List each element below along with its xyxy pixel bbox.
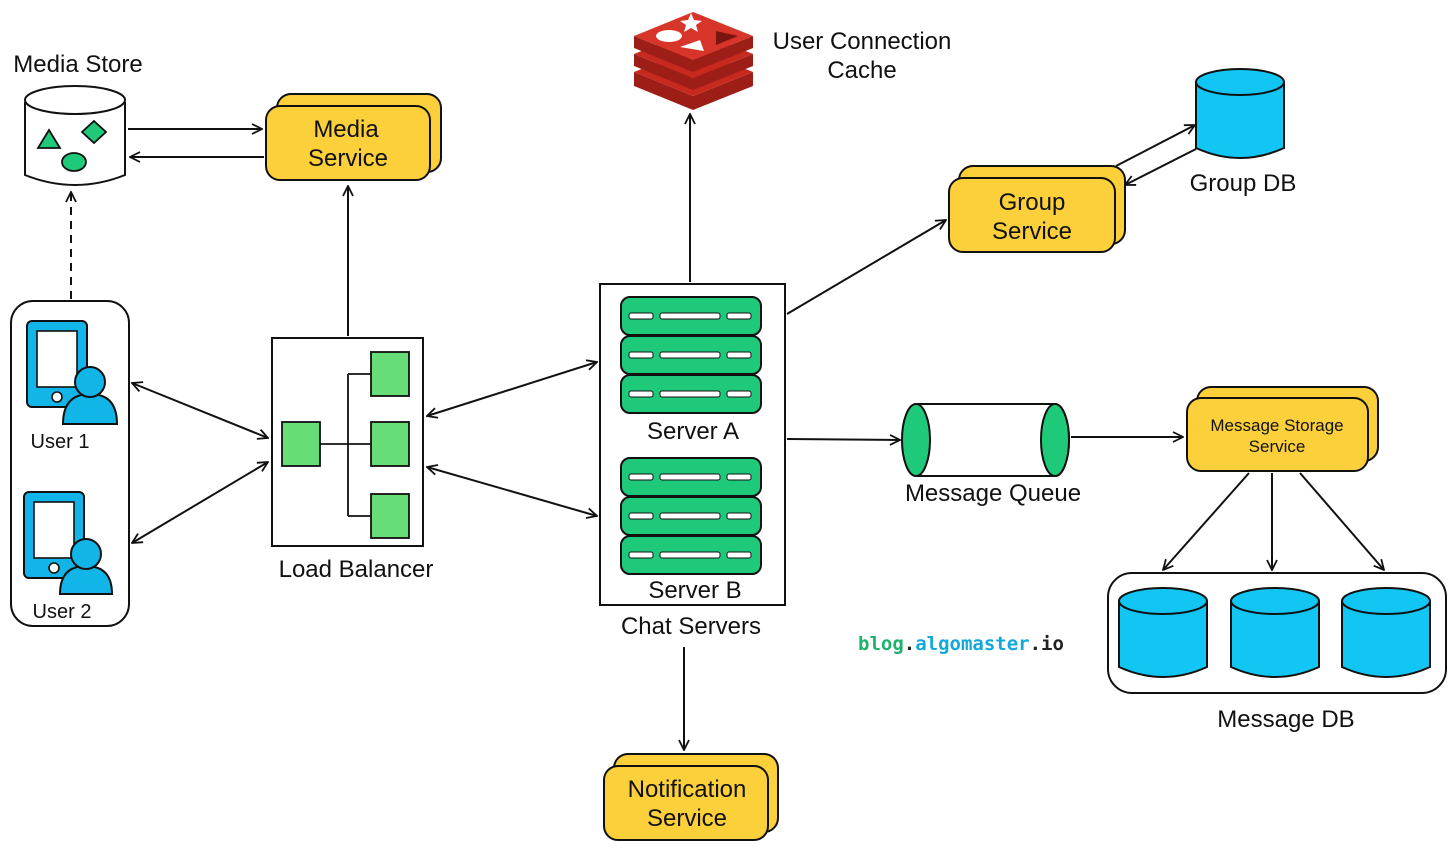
media-store-label: Media Store [13,51,142,78]
chat-servers: Server A Server B Chat Servers [599,283,786,640]
arrow-lb-server-b [427,467,597,516]
message-storage-service: Message Storage Service [1186,386,1379,472]
connectors [71,114,1384,750]
message-storage-service-label-line2: Service [1249,437,1306,456]
arrow-storage-to-db-3 [1299,472,1384,570]
message-queue-label: Message Queue [905,480,1081,507]
media-service: Media Service [265,93,442,181]
arrow-lb-server-a [427,362,597,416]
user-connection-cache-label-line1: User Connection [773,28,952,55]
queue-cylinder-icon [901,403,1070,477]
server-b-label: Server B [648,577,741,604]
database-cylinder-icon [1195,68,1285,159]
chat-servers-label: Chat Servers [621,613,761,640]
mobile-user-icon [26,320,119,425]
arrow-user1-lb [132,383,268,438]
redis-stack-icon [634,12,753,110]
server-rack-icon [620,457,762,575]
media-service-label-line1: Media [313,116,379,143]
database-icon [24,85,126,186]
arrow-chat-to-group-service [786,220,946,315]
mobile-user-icon [23,491,114,595]
database-cylinder-icon [1341,587,1431,678]
watermark-part-dot: . [904,633,915,655]
arrow-chat-to-queue [786,439,900,440]
database-cylinder-icon [1118,587,1208,678]
media-store: Media Store [13,51,143,186]
group-service-label-line2: Service [992,218,1072,245]
notification-service: Notification Service [603,753,779,841]
group-service-label-line1: Group [999,189,1066,216]
user-1-label: User 1 [31,431,90,453]
message-queue: Message Queue [901,403,1081,507]
user-1: User 1 [26,320,119,453]
watermark-part-io: .io [1030,633,1064,655]
watermark: blog.algomaster.io [858,633,1064,655]
arrow-group-service-to-db [1115,125,1195,167]
server-b: Server B [620,457,762,604]
server-a: Server A [620,296,762,445]
notification-service-label-line1: Notification [628,776,747,803]
user-2-label: User 2 [33,601,92,623]
arrow-storage-to-db-1 [1163,472,1250,570]
server-rack-icon [620,296,762,414]
user-connection-cache: User Connection Cache [634,12,951,110]
user-connection-cache-label-line2: Cache [827,57,896,84]
media-service-label-line2: Service [308,145,388,172]
watermark-part-algomaster: algomaster [915,633,1029,655]
notification-service-label-line2: Service [647,805,727,832]
message-db: Message DB [1107,572,1447,733]
group-db: Group DB [1190,68,1297,197]
group-db-label: Group DB [1190,170,1297,197]
user-2: User 2 [23,491,114,623]
message-storage-service-label-line1: Message Storage [1210,416,1343,435]
group-service: Group Service [948,165,1126,253]
load-balancer-label: Load Balancer [279,556,434,583]
load-balancer: Load Balancer [271,337,434,583]
database-cylinder-icon [1230,587,1320,678]
tree-nodes-icon [281,351,410,539]
users-group: User 1 User 2 [10,300,130,627]
arrow-group-db-to-service [1125,148,1197,185]
arrow-user2-lb [132,462,268,543]
watermark-part-blog: blog [858,633,904,655]
message-db-label: Message DB [1217,706,1354,733]
server-a-label: Server A [647,418,739,445]
